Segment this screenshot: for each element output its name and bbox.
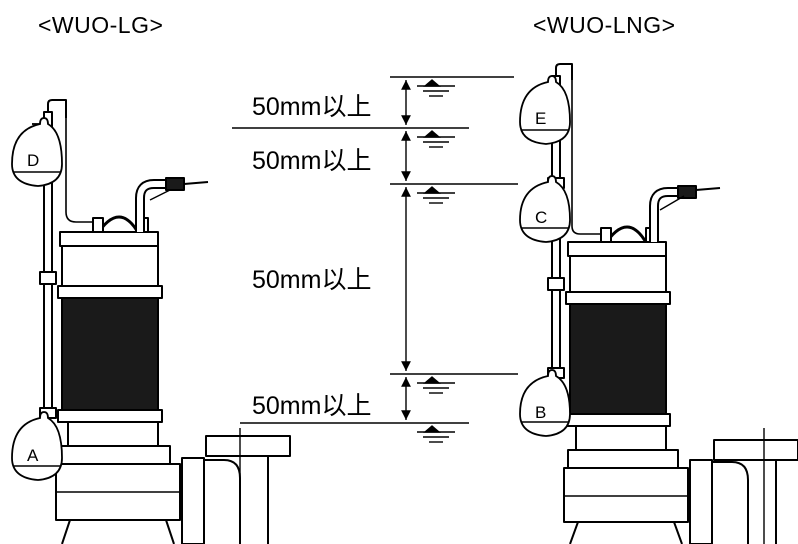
left-cable-tie (149, 189, 171, 201)
left-float-d (11, 117, 63, 187)
left-motor-head (61, 245, 159, 287)
left-outlet-flange (181, 457, 205, 544)
float-label-c: C (535, 208, 547, 227)
right-float-c (519, 175, 571, 243)
left-rod-clamp (39, 271, 57, 285)
water-surface-symbols (417, 79, 455, 443)
right-power-cable (695, 187, 721, 191)
right-motor-body (569, 303, 667, 415)
water-symbol-c (417, 186, 455, 204)
right-rod-bend (555, 63, 573, 80)
right-float-b (519, 369, 571, 437)
right-cable (571, 80, 606, 235)
water-symbol-d (417, 130, 455, 148)
right-motor-cap (567, 241, 667, 257)
left-motor-band (57, 285, 163, 299)
left-outlet-top-flange (205, 435, 291, 457)
left-power-cable (183, 181, 209, 185)
right-pump (547, 63, 798, 544)
left-cable-gland (165, 177, 185, 191)
left-outlet-pipe (204, 459, 241, 544)
right-outlet-pipe (712, 461, 749, 544)
left-motor-body (61, 297, 159, 411)
right-cable-gland (677, 185, 697, 199)
dim-label-second: 50mm以上 (252, 147, 371, 175)
float-label-a: A (27, 446, 39, 465)
right-outlet-flange (689, 459, 713, 544)
left-pump-neck (67, 421, 159, 447)
left-motor-base (57, 409, 163, 423)
left-casing-flange (59, 445, 171, 465)
left-model-title: <WUO-LG> (38, 12, 163, 38)
right-pump-neck (575, 425, 667, 451)
water-level-lines (232, 76, 518, 424)
left-float-a (11, 411, 63, 481)
water-symbol-b (417, 376, 455, 394)
left-pump (39, 99, 291, 544)
right-cable-tie (659, 195, 685, 211)
left-elbow-fill (137, 181, 178, 232)
water-symbol-e (417, 79, 455, 97)
dim-label-upper: 50mm以上 (252, 93, 371, 121)
right-casing-flange (567, 449, 679, 469)
dim-label-lower: 50mm以上 (252, 392, 371, 420)
dim-label-middle: 50mm以上 (252, 266, 371, 294)
right-motor-base (565, 413, 671, 427)
float-label-e: E (535, 109, 546, 128)
left-motor-cap (59, 231, 159, 247)
left-pump-feet (61, 519, 175, 544)
right-model-title: <WUO-LNG> (533, 12, 676, 38)
right-elbow-outline (649, 187, 690, 242)
right-elbow-fill (651, 189, 690, 242)
left-cable (65, 118, 100, 223)
water-symbol-a (417, 425, 455, 443)
float-label-d: D (27, 151, 39, 170)
right-pump-feet (569, 521, 683, 544)
right-rod-clamp (547, 277, 565, 291)
right-pump-casing (563, 467, 689, 523)
left-rod-bend (47, 99, 67, 118)
right-float-e (519, 75, 571, 145)
right-motor-band (565, 291, 671, 305)
right-motor-head (569, 255, 667, 293)
right-outlet-top-flange (713, 439, 798, 461)
float-label-b: B (535, 403, 546, 422)
